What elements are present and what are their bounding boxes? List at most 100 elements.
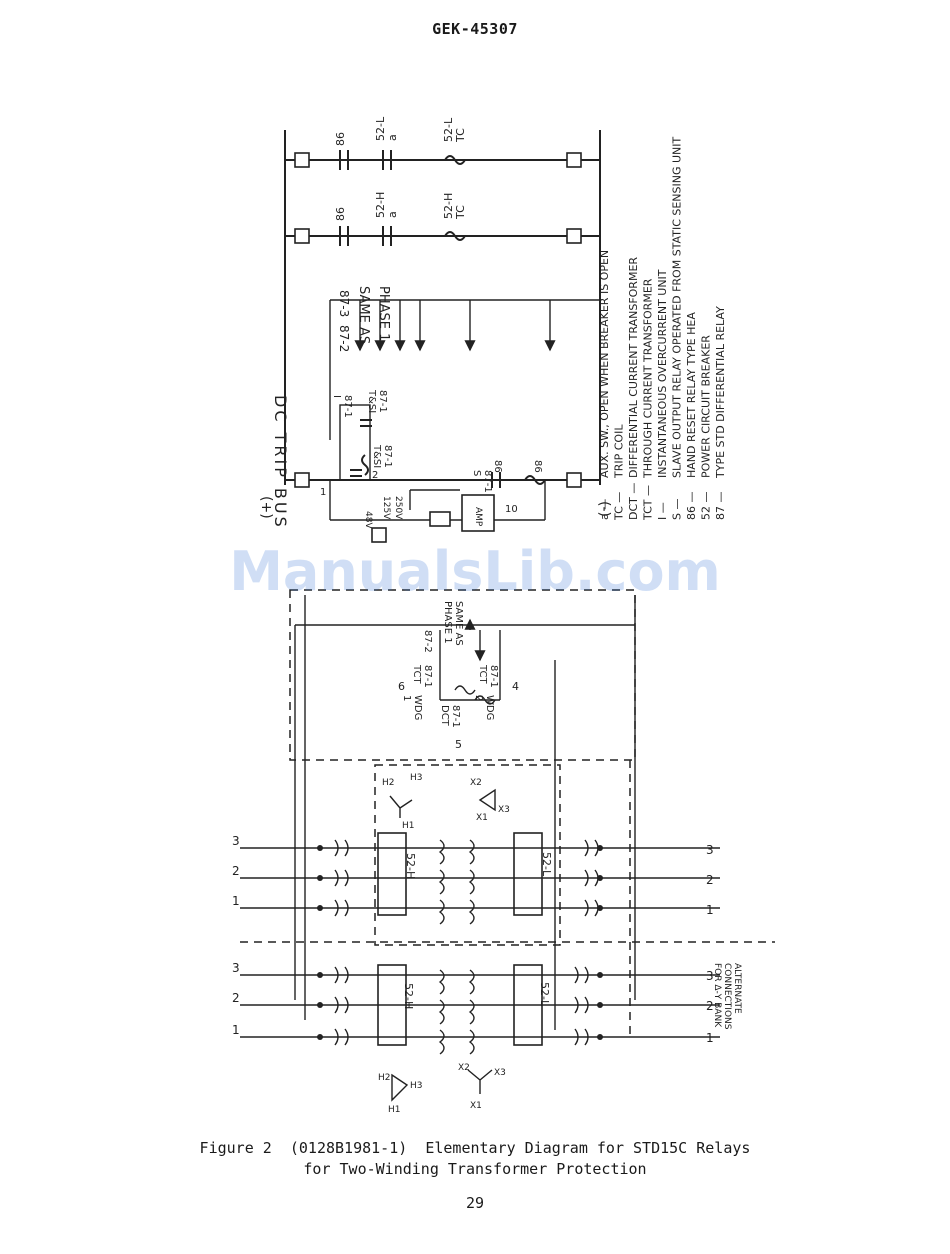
s-coil: 87-1S — [471, 470, 493, 493]
relay-n4: 4 — [512, 680, 519, 693]
legend-description: DIFFERENTIAL CURRENT TRANSFORMER — [627, 257, 640, 478]
amp-circuit: AMP 48V 125V 250V 10 87-1S — [329, 470, 546, 543]
relay-n1: 1 — [320, 487, 326, 498]
upper-breaker-row: 52-H 52-L 3 2 1 3 2 1 — [232, 773, 720, 925]
h-term-h3-lower: H3 — [410, 1081, 423, 1091]
legend-code: I — — [656, 502, 669, 520]
x-term-x2-upper: X2 — [470, 778, 482, 788]
relay-n5: 5 — [455, 738, 462, 751]
trip-branch-52L: 86 52-La 52-LTC — [285, 116, 600, 170]
relay-ts-coil: 87-1T&SI — [371, 444, 393, 468]
label-phase-1: PHASE 1 — [376, 286, 391, 341]
legend-description: AUX. SW., OPEN WHEN BREAKER IS OPEN — [598, 250, 611, 478]
relay-i: 87-1I — [331, 395, 353, 418]
legend-description: HAND RESET RELAY TYPE HEA — [685, 312, 698, 478]
h-term-h3-upper: H3 — [410, 773, 423, 783]
bus-positive: (+) — [258, 496, 274, 519]
phase-3-right: 3 — [706, 843, 714, 857]
phase-2-right: 2 — [706, 873, 714, 887]
branch1-86: 86 — [334, 132, 347, 146]
phase-2-left-lower: 2 — [232, 991, 240, 1005]
legend-description: POWER CIRCUIT BREAKER — [700, 335, 713, 478]
x-term-x1-upper: X1 — [476, 813, 488, 823]
phase-2-left: 2 — [232, 864, 240, 878]
x-term-x2-lower: X2 — [458, 1063, 470, 1073]
caption-line-2: for Two-Winding Transformer Protection — [303, 1160, 647, 1178]
ac-circuit: 87-2 SAME ASPHASE 1 87-1TCT 87-1TCT 87-1… — [232, 589, 775, 1115]
h-term-h2-upper: H2 — [382, 778, 395, 788]
legend-code: TC — — [613, 492, 626, 521]
branch1-52LTC: 52-LTC — [442, 117, 467, 143]
breaker-52H-lower: 52-H — [402, 983, 415, 1009]
legend-code: DCT — — [627, 483, 640, 520]
tap-125v: 125V — [381, 496, 391, 520]
page-number: 29 — [465, 1194, 485, 1212]
legend-code: 52 — — [700, 492, 713, 521]
relay-n2: 2 — [372, 470, 378, 481]
legend-description: TYPE STD DIFFERENTIAL RELAY — [714, 306, 727, 479]
label-87-2: 87-2 — [337, 325, 351, 352]
hr-coil: 86 — [532, 460, 543, 473]
amp-label: AMP — [473, 507, 483, 527]
legend-code: a — — [598, 499, 611, 520]
branch1-52La: 52-La — [374, 116, 399, 141]
document-id: GEK-45307 — [432, 20, 518, 38]
watermark: ManualsLib.com — [229, 540, 721, 603]
relay-87-1-element: 87-2 SAME ASPHASE 1 87-1TCT 87-1TCT 87-1… — [398, 601, 519, 751]
figure-caption: Figure 2 (0128B1981-1) Elementary Diagra… — [0, 1138, 950, 1180]
lower-breaker-row: 52-H 52-L 3 2 1 3 2 1 — [232, 961, 742, 1115]
x-term-x1-lower: X1 — [470, 1101, 482, 1111]
tap-250v: 250V — [393, 496, 403, 520]
h-term-h2-lower: H2 — [378, 1073, 391, 1083]
legend-description: TRIP COIL — [613, 424, 626, 479]
dc-bus-label: DC TRIP BUS — [271, 395, 290, 530]
h-term-h1-lower: H1 — [388, 1105, 401, 1115]
trip-branch-52H: 86 52-Ha 52-HTC — [285, 192, 600, 246]
dc-trip-circuit: 86 52-La 52-LTC 86 52-Ha 52-HTC — [258, 116, 612, 543]
bus-negative: (-) — [596, 501, 612, 517]
relay-tct2: 87-1TCT — [477, 664, 499, 688]
phase-3-right-lower: 3 — [706, 969, 714, 983]
legend-code: 86 — — [685, 492, 698, 521]
amp-n10: 10 — [505, 504, 518, 515]
branch2-86: 86 — [334, 207, 347, 221]
relay-wdg1: WDG1 — [401, 695, 423, 720]
relay-same-as: SAME ASPHASE 1 — [442, 601, 464, 646]
phase-3-left: 3 — [232, 834, 240, 848]
phase-1-right-lower: 1 — [706, 1031, 714, 1045]
phase-1-left-lower: 1 — [232, 1023, 240, 1037]
alternate-connections-note: ALTERNATECONNECTIONSFOR Δ-Y BANK — [712, 963, 742, 1030]
hr-contact: 86 — [492, 460, 503, 473]
legend-description: INSTANTANEOUS OVERCURRENT UNIT — [656, 269, 669, 478]
legend-description: THROUGH CURRENT TRANSFORMER — [642, 278, 655, 479]
same-as-phase1-group: 87-2 87-3 SAME AS PHASE 1 — [329, 286, 601, 440]
legend-code: S — — [671, 499, 684, 520]
legend-description: SLAVE OUTPUT RELAY OPERATED FROM STATIC … — [671, 136, 684, 478]
relay-wdg2: WDG2 — [473, 695, 495, 720]
relay-dct: 87-1DCT — [439, 705, 461, 728]
relay-n6: 6 — [398, 680, 405, 693]
x-term-x3-lower: X3 — [494, 1068, 506, 1078]
legend-code: TCT — — [642, 485, 655, 521]
tap-48v: 48V — [363, 511, 373, 529]
phase-1-left: 1 — [232, 894, 240, 908]
relay-87-1-contacts: 1 2 87-1I 87-1T&SI 87-1T&SI 86 86 — [285, 389, 600, 498]
breaker-52L-lower: 52-L — [538, 982, 551, 1007]
breaker-52H-upper: 52-H — [404, 853, 417, 879]
branch2-52Ha: 52-Ha — [374, 192, 399, 218]
phase-1-right: 1 — [706, 903, 714, 917]
h-term-h1-upper: H1 — [402, 821, 415, 831]
x-term-x3-upper: X3 — [498, 805, 510, 815]
phase-2-right-lower: 2 — [706, 999, 714, 1013]
relay-tct1: 87-1TCT — [411, 664, 433, 688]
legend-code: 87 — — [714, 492, 727, 521]
legend: a — AUX. SW., OPEN WHEN BREAKER IS OPEN TC… — [598, 136, 727, 521]
relay-87-2: 87-2 — [422, 630, 433, 653]
branch2-52HTC: 52-HTC — [442, 193, 467, 220]
label-87-3: 87-3 — [337, 290, 351, 317]
breaker-52L-upper: 52-L — [540, 852, 553, 877]
phase-3-left-lower: 3 — [232, 961, 240, 975]
caption-line-1: Figure 2 (0128B1981-1) Elementary Diagra… — [199, 1139, 751, 1157]
